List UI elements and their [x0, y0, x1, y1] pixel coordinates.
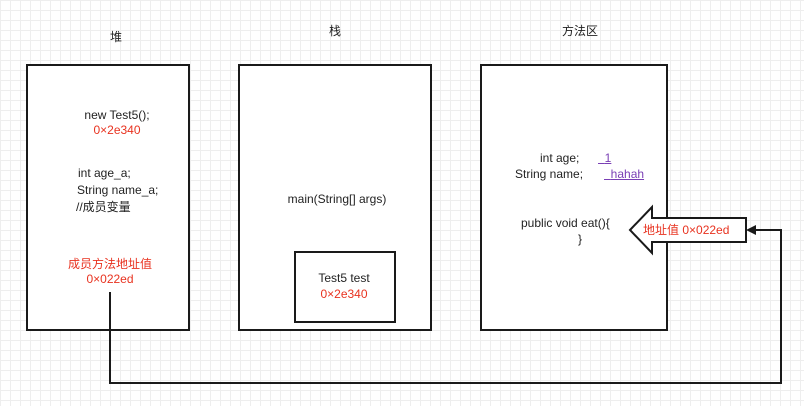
stack-heading: 栈 [328, 24, 342, 38]
stack-variable-declaration: Test5 test [318, 271, 370, 285]
method-area-method-close: } [578, 232, 583, 246]
heap-field-age: int age_a; [78, 166, 131, 180]
stack-variable-address: 0×2e340 [320, 287, 368, 301]
method-area-name-label: String name; [515, 167, 584, 181]
method-area-age-value: 1 [604, 151, 612, 165]
method-area-box [480, 64, 668, 331]
heap-object-address: 0×2e340 [93, 123, 141, 137]
method-area-heading: 方法区 [561, 24, 599, 38]
stack-main-frame: main(String[] args) [287, 192, 387, 206]
method-area-age-label: int age; [540, 151, 580, 165]
heap-method-address: 0×022ed [86, 272, 134, 286]
heap-new-expression: new Test5(); [84, 108, 150, 122]
heap-field-name: String name_a; [77, 183, 159, 197]
method-area-method-signature: public void eat(){ [521, 216, 610, 230]
method-address-connector [109, 229, 782, 384]
heap-heading: 堆 [109, 30, 123, 44]
heap-field-comment: //成员变量 [76, 200, 131, 214]
address-arrow-label: 地址值 0×022ed [643, 223, 730, 237]
heap-method-label: 成员方法地址值 [67, 257, 153, 271]
connector-arrowhead [746, 225, 756, 235]
method-area-name-value: hahah [610, 167, 645, 181]
